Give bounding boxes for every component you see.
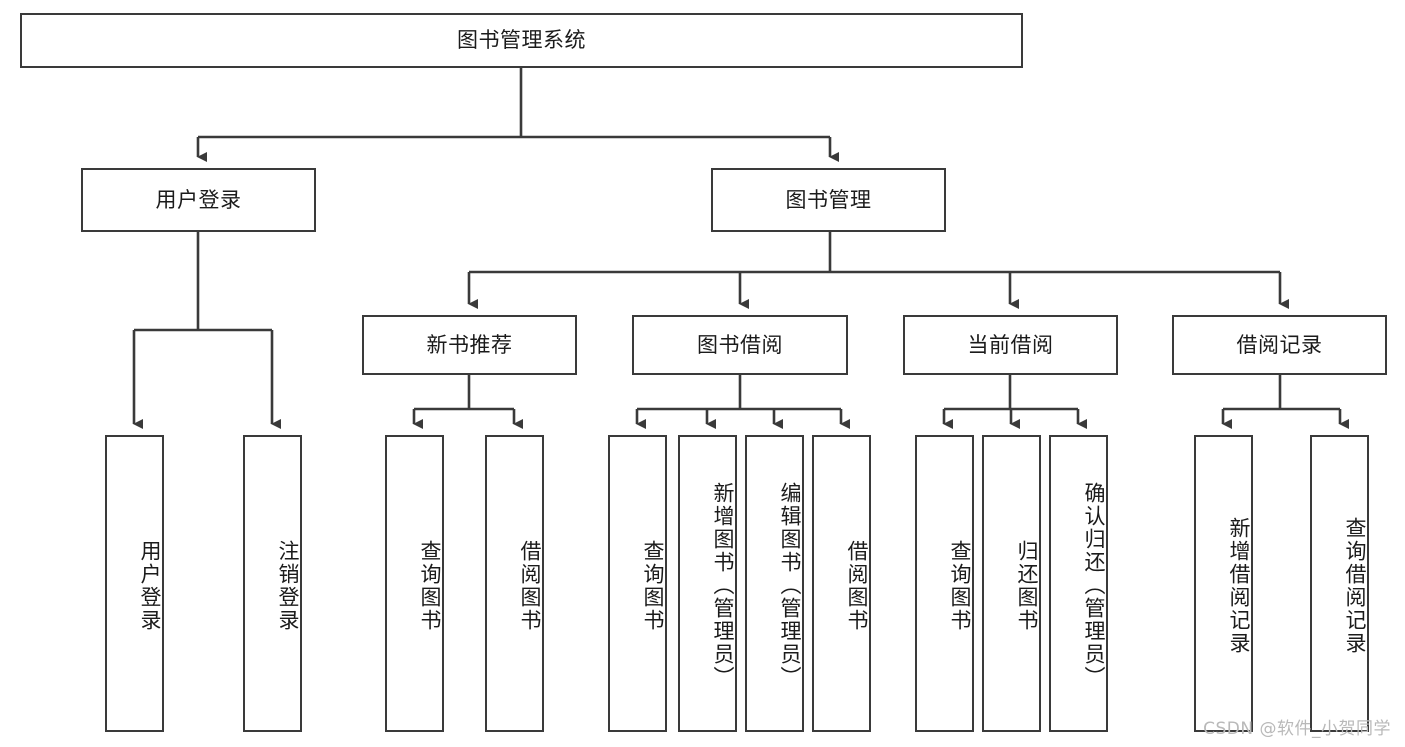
node-user-login-label: 用户登录 <box>155 187 242 212</box>
leaf-borrow-add-book-admin-label: 新增图书（管理员） <box>711 482 735 689</box>
leaf-current-confirm-return-admin-label: 确认归还（管理员） <box>1082 482 1106 689</box>
leaf-current-query-book[interactable]: 查询图书 <box>915 435 974 732</box>
node-book-management[interactable]: 图书管理 <box>711 168 946 232</box>
leaf-recommend-query-book[interactable]: 查询图书 <box>385 435 444 732</box>
leaf-current-query-book-label: 查询图书 <box>948 539 972 632</box>
leaf-recommend-borrow-book[interactable]: 借阅图书 <box>485 435 544 732</box>
leaf-record-add-record-label: 新增借阅记录 <box>1227 516 1251 655</box>
node-book-management-label: 图书管理 <box>785 187 872 212</box>
node-user-login[interactable]: 用户登录 <box>81 168 316 232</box>
leaf-borrow-query-book-label: 查询图书 <box>641 539 665 632</box>
leaf-recommend-query-book-label: 查询图书 <box>418 539 442 632</box>
node-borrow-record-label: 借阅记录 <box>1236 332 1323 357</box>
leaf-borrow-query-book[interactable]: 查询图书 <box>608 435 667 732</box>
leaf-borrow-borrow-book-label: 借阅图书 <box>845 539 869 632</box>
node-current-borrow-label: 当前借阅 <box>967 332 1054 357</box>
leaf-user-login-login-label: 用户登录 <box>138 539 162 632</box>
node-book-borrow-label: 图书借阅 <box>697 332 783 357</box>
node-root-system[interactable]: 图书管理系统 <box>20 13 1023 68</box>
leaf-borrow-edit-book-admin[interactable]: 编辑图书（管理员） <box>745 435 804 732</box>
leaf-borrow-edit-book-admin-label: 编辑图书（管理员） <box>778 482 802 689</box>
leaf-borrow-borrow-book[interactable]: 借阅图书 <box>812 435 871 732</box>
leaf-user-login-logout-label: 注销登录 <box>276 539 300 632</box>
leaf-record-add-record[interactable]: 新增借阅记录 <box>1194 435 1253 732</box>
node-borrow-record[interactable]: 借阅记录 <box>1172 315 1387 375</box>
leaf-current-return-book-label: 归还图书 <box>1015 539 1039 632</box>
leaf-user-login-login[interactable]: 用户登录 <box>105 435 164 732</box>
leaf-record-query-record[interactable]: 查询借阅记录 <box>1310 435 1369 732</box>
node-book-borrow[interactable]: 图书借阅 <box>632 315 848 375</box>
leaf-current-return-book[interactable]: 归还图书 <box>982 435 1041 732</box>
node-new-book-recommend[interactable]: 新书推荐 <box>362 315 577 375</box>
watermark-text: CSDN @软件_小贺同学 <box>1203 719 1391 739</box>
node-root-system-label: 图书管理系统 <box>457 28 586 53</box>
leaf-record-query-record-label: 查询借阅记录 <box>1343 516 1367 655</box>
leaf-recommend-borrow-book-label: 借阅图书 <box>518 539 542 632</box>
node-new-book-recommend-label: 新书推荐 <box>426 332 513 357</box>
leaf-current-confirm-return-admin[interactable]: 确认归还（管理员） <box>1049 435 1108 732</box>
node-current-borrow[interactable]: 当前借阅 <box>903 315 1118 375</box>
leaf-borrow-add-book-admin[interactable]: 新增图书（管理员） <box>678 435 737 732</box>
leaf-user-login-logout[interactable]: 注销登录 <box>243 435 302 732</box>
